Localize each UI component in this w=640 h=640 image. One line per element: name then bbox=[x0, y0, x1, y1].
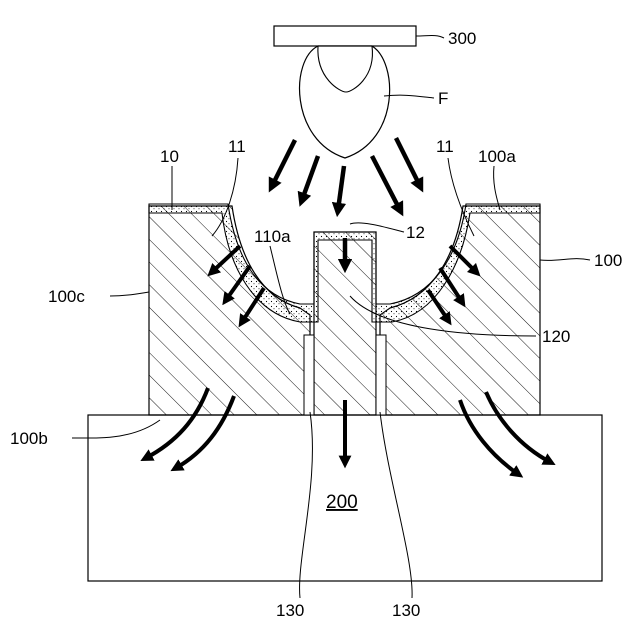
label-120: 120 bbox=[542, 327, 570, 346]
label-130-left: 130 bbox=[276, 601, 304, 620]
label-110a: 110a bbox=[254, 227, 291, 246]
label-200: 200 bbox=[326, 492, 358, 513]
label-300: 300 bbox=[448, 29, 476, 48]
label-12: 12 bbox=[406, 223, 425, 242]
label-11-right: 11 bbox=[436, 137, 454, 156]
label-11-left: 11 bbox=[228, 137, 246, 156]
label-100b: 100b bbox=[10, 429, 48, 448]
label-f: F bbox=[438, 89, 448, 108]
label-100c: 100c bbox=[48, 287, 85, 306]
heat-source bbox=[300, 46, 390, 158]
label-10: 10 bbox=[160, 147, 179, 166]
vent-gap-left bbox=[304, 335, 314, 415]
vent-gap-right bbox=[376, 335, 386, 415]
label-100: 100 bbox=[594, 251, 622, 270]
lamp-holder bbox=[274, 26, 416, 46]
label-130-right: 130 bbox=[392, 601, 420, 620]
label-100a: 100a bbox=[478, 147, 516, 166]
